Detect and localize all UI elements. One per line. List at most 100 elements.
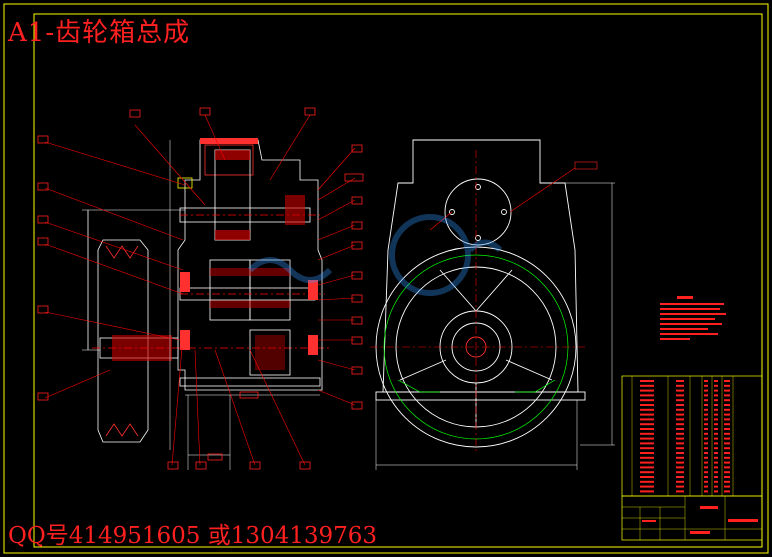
table-cell-mark bbox=[640, 399, 654, 402]
table-cell-mark bbox=[724, 423, 730, 426]
table-cell-mark bbox=[640, 461, 654, 464]
table-cell-mark bbox=[704, 466, 708, 469]
table-cell-mark bbox=[724, 490, 730, 493]
table-cell-mark bbox=[714, 485, 718, 488]
table-cell-mark bbox=[704, 442, 708, 445]
contact-info: QQ号414951605 或1304139763 bbox=[8, 523, 378, 549]
table-cell-mark bbox=[640, 476, 654, 478]
table-cell-mark bbox=[714, 480, 718, 483]
table-cell-mark bbox=[676, 480, 684, 483]
table-cell-mark bbox=[714, 404, 718, 406]
table-cell-mark bbox=[714, 428, 718, 430]
table-cell-mark bbox=[714, 413, 718, 416]
part-callouts-left bbox=[44, 114, 356, 466]
table-cell-mark bbox=[676, 418, 684, 421]
table-cell-mark bbox=[704, 490, 708, 493]
table-cell-mark bbox=[714, 437, 718, 440]
table-cell-mark bbox=[724, 384, 730, 387]
table-cell-mark bbox=[714, 476, 718, 478]
table-cell-mark bbox=[640, 432, 654, 435]
table-cell-mark bbox=[640, 418, 654, 421]
table-cell-mark bbox=[724, 418, 730, 421]
table-cell-mark bbox=[676, 447, 684, 450]
table-cell-mark bbox=[714, 394, 718, 397]
table-cell-mark bbox=[714, 432, 718, 435]
side-callouts bbox=[429, 161, 598, 231]
table-cell-mark bbox=[676, 408, 684, 411]
technical-notes bbox=[660, 296, 726, 340]
lower-gear bbox=[249, 329, 291, 376]
table-cell-mark bbox=[714, 384, 718, 387]
table-cell-mark bbox=[640, 471, 654, 474]
table-cell-mark bbox=[676, 384, 684, 387]
table-cell-mark bbox=[640, 437, 654, 440]
table-cell-mark bbox=[724, 466, 730, 469]
table-cell-mark bbox=[704, 485, 708, 488]
upper-gear bbox=[214, 149, 251, 241]
table-cell-mark bbox=[640, 480, 654, 483]
table-cell-mark bbox=[704, 394, 708, 397]
table-cell-mark bbox=[724, 447, 730, 450]
inner-frame bbox=[33, 13, 763, 548]
table-cell-mark bbox=[704, 452, 708, 454]
table-cell-mark bbox=[724, 394, 730, 397]
side-view bbox=[370, 139, 615, 470]
table-cell-mark bbox=[724, 456, 730, 459]
table-cell-mark bbox=[640, 490, 654, 493]
table-cell-mark bbox=[714, 471, 718, 474]
table-cell-mark bbox=[704, 456, 708, 459]
table-cell-mark bbox=[640, 485, 654, 488]
table-cell-mark bbox=[640, 380, 654, 382]
table-cell-mark bbox=[704, 432, 708, 435]
table-cell-mark bbox=[704, 389, 708, 392]
table-cell-mark bbox=[724, 413, 730, 416]
table-cell-mark bbox=[704, 480, 708, 483]
gearbox-housing bbox=[177, 139, 323, 391]
front-section-view bbox=[82, 138, 330, 470]
table-cell-mark bbox=[714, 452, 718, 454]
table-cell-mark bbox=[676, 466, 684, 469]
table-cell-mark bbox=[640, 442, 654, 445]
table-cell-mark bbox=[640, 408, 654, 411]
table-cell-mark bbox=[640, 404, 654, 406]
table-cell-mark bbox=[676, 428, 684, 430]
green-brackets bbox=[397, 379, 556, 393]
table-cell-mark bbox=[640, 466, 654, 469]
table-cell-mark bbox=[676, 432, 684, 435]
table-cell-mark bbox=[714, 418, 718, 421]
table-cell-mark bbox=[724, 452, 730, 454]
table-cell-mark bbox=[724, 399, 730, 402]
table-cell-mark bbox=[640, 413, 654, 416]
table-cell-mark bbox=[640, 394, 654, 397]
pulley-grooves bbox=[105, 245, 139, 437]
table-cell-mark bbox=[724, 428, 730, 430]
table-cell-mark bbox=[676, 471, 684, 474]
table-cell-mark bbox=[704, 384, 708, 387]
table-cell-mark bbox=[724, 380, 730, 382]
table-cell-mark bbox=[724, 485, 730, 488]
table-cell-mark bbox=[640, 456, 654, 459]
table-cell-mark bbox=[704, 428, 708, 430]
table-cell-mark bbox=[640, 447, 654, 450]
table-cell-mark bbox=[676, 399, 684, 402]
table-cell-mark bbox=[676, 413, 684, 416]
table-cell-mark bbox=[676, 423, 684, 426]
table-cell-mark bbox=[676, 380, 684, 382]
table-cell-mark bbox=[676, 437, 684, 440]
table-cell-mark bbox=[714, 442, 718, 445]
table-cell-mark bbox=[704, 380, 708, 382]
part-balloons bbox=[37, 107, 364, 470]
table-cell-mark bbox=[724, 389, 730, 392]
table-cell-mark bbox=[714, 447, 718, 450]
table-cell-mark bbox=[676, 461, 684, 464]
outer-frame bbox=[3, 3, 769, 554]
table-cell-mark bbox=[714, 408, 718, 411]
table-cell-mark bbox=[714, 380, 718, 382]
table-cell-mark bbox=[714, 466, 718, 469]
table-cell-mark bbox=[714, 389, 718, 392]
table-cell-mark bbox=[704, 408, 708, 411]
table-cell-mark bbox=[676, 442, 684, 445]
table-cell-mark bbox=[724, 432, 730, 435]
table-cell-mark bbox=[724, 437, 730, 440]
